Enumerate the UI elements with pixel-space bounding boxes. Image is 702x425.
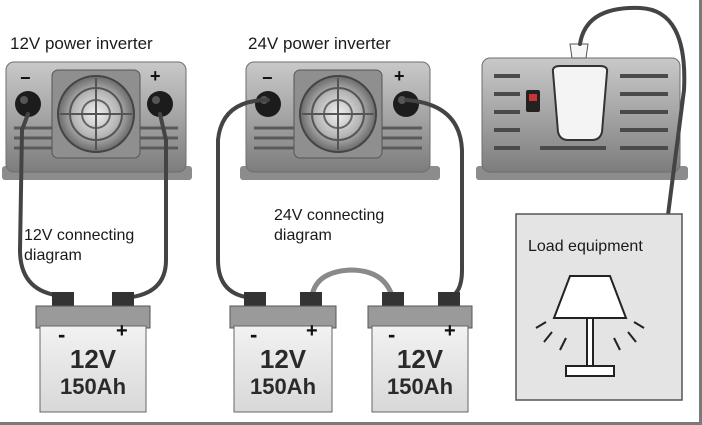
inverter-12v (2, 61, 192, 180)
battery-1-minus-sign: - (58, 322, 66, 347)
inverter-24v-plus-sign: + (394, 66, 405, 86)
battery-2-voltage: 12V (259, 344, 307, 374)
battery-1-voltage: 12V (69, 344, 117, 374)
battery-body (233, 325, 333, 413)
inverter-24v-minus-sign: − (262, 68, 273, 88)
load-equipment-label: Load equipment (528, 238, 643, 255)
inverter-12v-title: 12V power inverter (10, 34, 153, 53)
battery-3 (367, 292, 473, 413)
battery-3-voltage: 12V (396, 344, 444, 374)
wire-12v-negative (17, 112, 64, 298)
battery-2 (229, 292, 337, 413)
battery-1 (35, 292, 151, 413)
inverter-24v-title: 24V power inverter (248, 34, 391, 53)
lamp-icon (535, 275, 645, 377)
battery-3-plus-sign: + (444, 320, 456, 342)
connection-24v-note: 24V connecting diagram (274, 207, 385, 244)
inverter-12v-vents (14, 126, 178, 150)
terminal-negative (255, 91, 281, 117)
battery-2-minus-sign: - (250, 322, 258, 347)
battery-1-capacity: 150Ah (59, 374, 127, 399)
plug-icon (569, 43, 589, 59)
battery-3-capacity: 150Ah (386, 374, 454, 399)
battery-body (39, 325, 147, 413)
terminal-positive (393, 91, 419, 117)
wire-24v-negative (216, 98, 270, 300)
inverter-rear (476, 43, 688, 180)
connection-12v-note: 12V connecting diagram (24, 227, 135, 264)
battery-body (371, 325, 469, 413)
wire-series-jumper (309, 267, 395, 299)
battery-2-plus-sign: + (306, 320, 318, 342)
battery-1-plus-sign: + (116, 320, 128, 342)
battery-3-minus-sign: - (388, 322, 396, 347)
outlet-socket-icon (551, 65, 609, 141)
inverter-12v-minus-sign: − (20, 68, 31, 88)
inverter-24v (240, 61, 440, 180)
battery-2-capacity: 150Ah (249, 374, 317, 399)
load-equipment-panel (515, 213, 683, 401)
inverter-12v-plus-sign: + (150, 66, 161, 86)
